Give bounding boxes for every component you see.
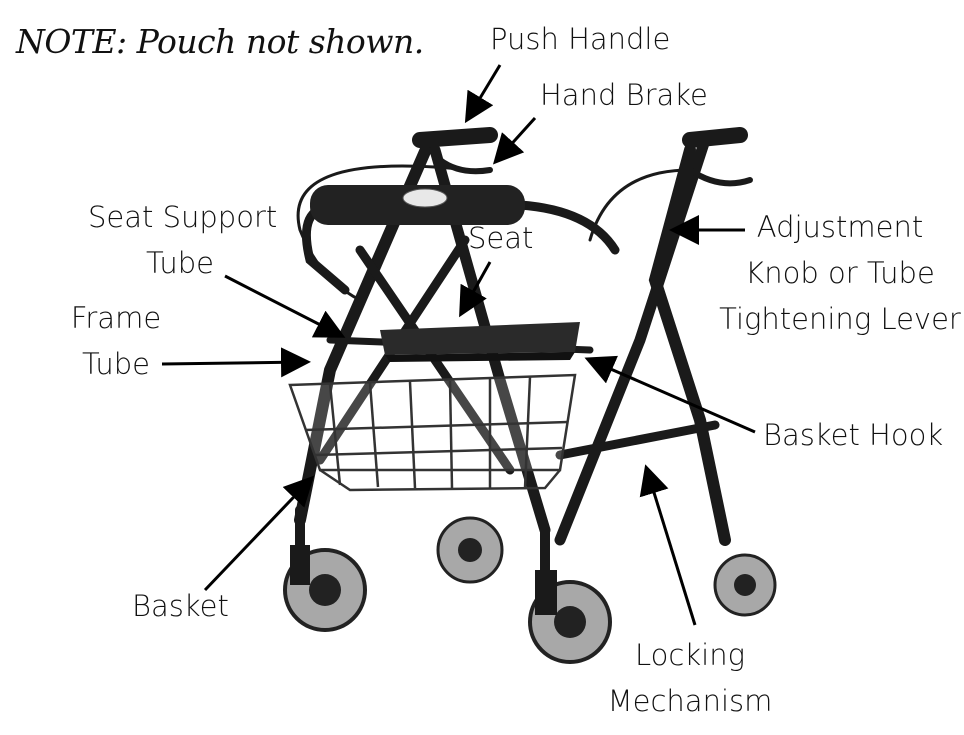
- label-frame-tube: Frame Tube: [66, 295, 166, 387]
- label-basket: Basket: [132, 589, 229, 623]
- backrest-pad: [310, 185, 525, 225]
- locking-mechanism-arrow: [639, 464, 697, 626]
- label-seat-support-line-2: Tube: [146, 246, 214, 280]
- hand-brake-arrow: [492, 116, 537, 165]
- basket-arrow: [203, 475, 315, 592]
- pouch-note: NOTE: Pouch not shown.: [16, 22, 424, 61]
- label-basket-hook: Basket Hook: [763, 418, 944, 452]
- label-seat-support-tube: Seat Support Tube: [88, 194, 278, 286]
- label-adjustment-line-1: Adjustment: [756, 210, 924, 244]
- rear-left-wheel: [436, 516, 504, 584]
- seat-support-tube-arrow: [224, 274, 346, 338]
- label-adjustment-line-3: Tightening Lever: [719, 302, 961, 336]
- label-adjustment-line-2: Knob or Tube: [745, 256, 935, 290]
- label-locking-mechanism: Locking Mechanism: [598, 632, 782, 724]
- label-seat-support-line-1: Seat Support: [88, 200, 278, 234]
- label-locking-line-2: Mechanism: [607, 684, 773, 718]
- frame-tube-arrow: [161, 347, 311, 378]
- label-seat: Seat: [468, 221, 534, 255]
- label-frame-line-1: Frame: [70, 301, 162, 335]
- front-left-wheel: [283, 545, 367, 632]
- label-push-handle: Push Handle: [490, 22, 671, 56]
- basket-hook-arrow: [584, 355, 756, 434]
- push-handle-arrow: [464, 64, 502, 124]
- label-frame-line-2: Tube: [82, 347, 150, 381]
- basket-wire: [288, 373, 577, 492]
- front-right-wheel: [528, 570, 612, 664]
- seat-panel: [380, 322, 580, 362]
- seat-arrow: [459, 261, 492, 318]
- callout-arrows: [161, 64, 756, 626]
- label-adjustment-knob: Adjustment Knob or Tube Tightening Lever: [718, 204, 962, 342]
- rear-right-wheel: [713, 553, 777, 617]
- label-locking-line-1: Locking: [635, 638, 745, 672]
- label-hand-brake: Hand Brake: [540, 78, 708, 112]
